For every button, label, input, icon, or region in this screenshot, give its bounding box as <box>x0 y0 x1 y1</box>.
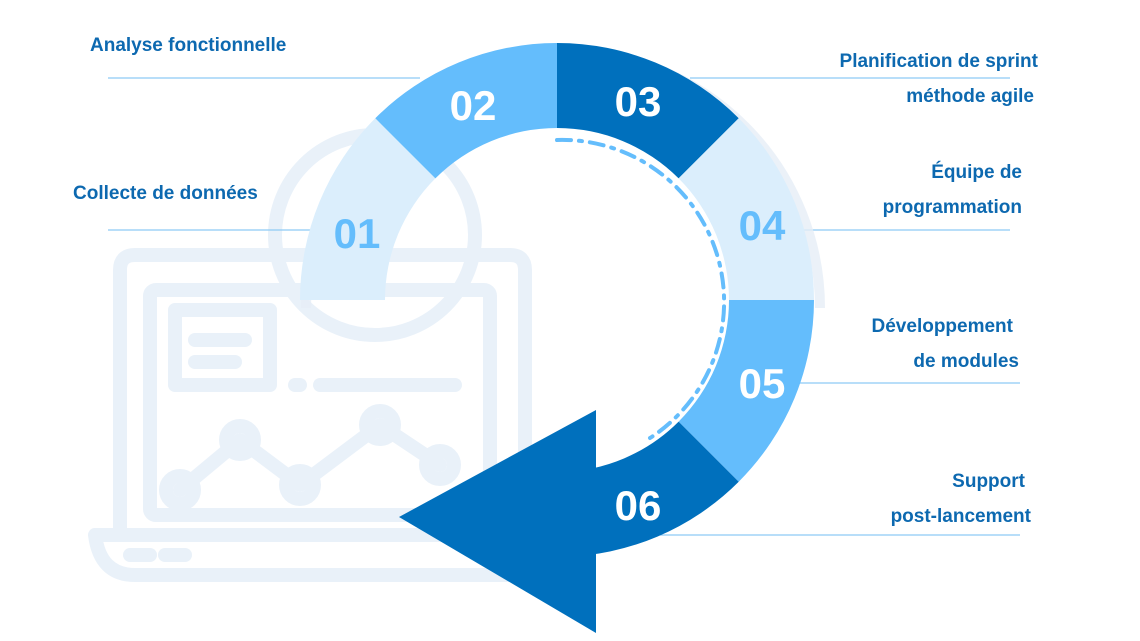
step-label-06-line-2: post-lancement <box>890 506 1031 527</box>
step-label-01: Collecte de données <box>73 176 258 211</box>
ring-segment-06 <box>560 421 739 557</box>
step-number-03: 03 <box>615 78 662 125</box>
step-label-04-line-2: programmation <box>882 197 1022 218</box>
arrow-head <box>399 410 596 633</box>
step-number-06: 06 <box>615 482 662 529</box>
step-label-03-line-2: méthode agile <box>906 86 1034 107</box>
leader-lines <box>108 77 1020 536</box>
step-number-04: 04 <box>739 202 786 249</box>
ring-segments <box>300 42 814 557</box>
ring-segment-05 <box>678 300 814 482</box>
ring-segment-03 <box>557 42 739 179</box>
step-number-05: 05 <box>739 360 786 407</box>
step-label-04-line-1: Équipe de <box>931 162 1022 183</box>
step-label-05: Développement de modules <box>872 309 1019 379</box>
step-label-01-line-1: Collecte de données <box>73 183 258 204</box>
step-label-03-line-1: Planification de sprint <box>839 51 1038 72</box>
inner-dashed-arc <box>555 137 727 440</box>
step-number-02: 02 <box>450 82 497 129</box>
laptop-analytics-icon <box>88 128 557 582</box>
step-label-05-line-2: de modules <box>913 351 1019 372</box>
step-label-02-line-1: Analyse fonctionnelle <box>90 35 287 56</box>
step-label-04: Équipe de programmation <box>883 155 1022 225</box>
step-label-02: Analyse fonctionnelle <box>90 28 286 63</box>
step-label-03: Planification de sprint méthode agile <box>840 44 1038 114</box>
step-label-05-line-1: Développement <box>871 316 1013 337</box>
ring-segment-02 <box>375 43 557 179</box>
step-label-06: Support post-lancement <box>891 464 1031 534</box>
ring-segment-04 <box>678 118 814 301</box>
step-number-01: 01 <box>334 210 381 257</box>
step-label-06-line-1: Support <box>952 471 1025 492</box>
ring-segment-01 <box>300 118 436 301</box>
